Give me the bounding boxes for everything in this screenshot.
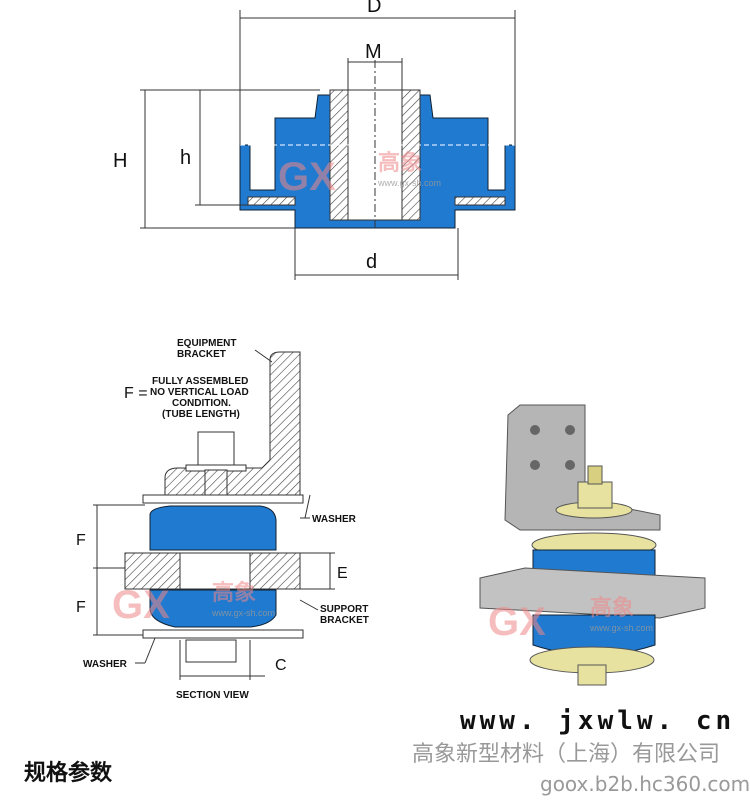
dim-F-upper: F [76, 532, 86, 549]
dim-D: D [367, 0, 381, 17]
dim-F-lower: F [76, 599, 86, 616]
watermark-name-2: 高象 [212, 580, 256, 605]
watermark-logo: GX [278, 155, 336, 199]
dim-d: d [366, 251, 377, 273]
mount-3d-render: GX 高象 www.gx-sh.com [479, 404, 706, 686]
section-view-caption: SECTION VIEW [176, 690, 249, 701]
section-view-diagram: EQUIPMENT BRACKET F = FULLY ASSEMBLED NO… [76, 338, 369, 701]
label-support-bracket-2: BRACKET [320, 615, 369, 626]
watermark-name: 高象 [378, 150, 422, 175]
top-mount-diagram: D M H h d GX 高象 www.gx-sh.com [113, 0, 516, 280]
site-url-hc360: goox.b2b.hc360.com [540, 772, 750, 796]
dim-E: E [337, 565, 348, 582]
label-washer-bottom: WASHER [83, 659, 128, 670]
label-support-bracket-1: SUPPORT [320, 604, 368, 615]
watermark-url-3: www.gx-sh.com [589, 623, 653, 633]
label-washer-top: WASHER [312, 514, 357, 525]
watermark-url: www.gx-sh.com [377, 178, 441, 188]
watermark-url-2: www.gx-sh.com [211, 608, 275, 618]
section-title: 规格参数 [24, 761, 113, 786]
company-name: 高象新型材料（上海）有限公司 [412, 742, 721, 767]
dim-H: H [113, 150, 127, 172]
f-def-2: NO VERTICAL LOAD [150, 387, 249, 398]
f-def-3: CONDITION. [172, 398, 231, 409]
dim-M: M [365, 41, 382, 63]
f-def-1: FULLY ASSEMBLED [152, 376, 248, 387]
f-def-4: (TUBE LENGTH) [162, 409, 240, 420]
label-equipment-bracket-2: BRACKET [177, 349, 226, 360]
dim-C: C [275, 657, 287, 674]
site-url-jxwlw: www. jxwlw. cn [460, 706, 736, 736]
dim-h: h [180, 147, 191, 169]
label-f-equals: F = [124, 385, 148, 402]
watermark-logo-3: GX [488, 600, 546, 644]
label-equipment-bracket-1: EQUIPMENT [177, 338, 236, 349]
watermark-name-3: 高象 [590, 595, 634, 620]
watermark-logo-2: GX [112, 583, 170, 627]
